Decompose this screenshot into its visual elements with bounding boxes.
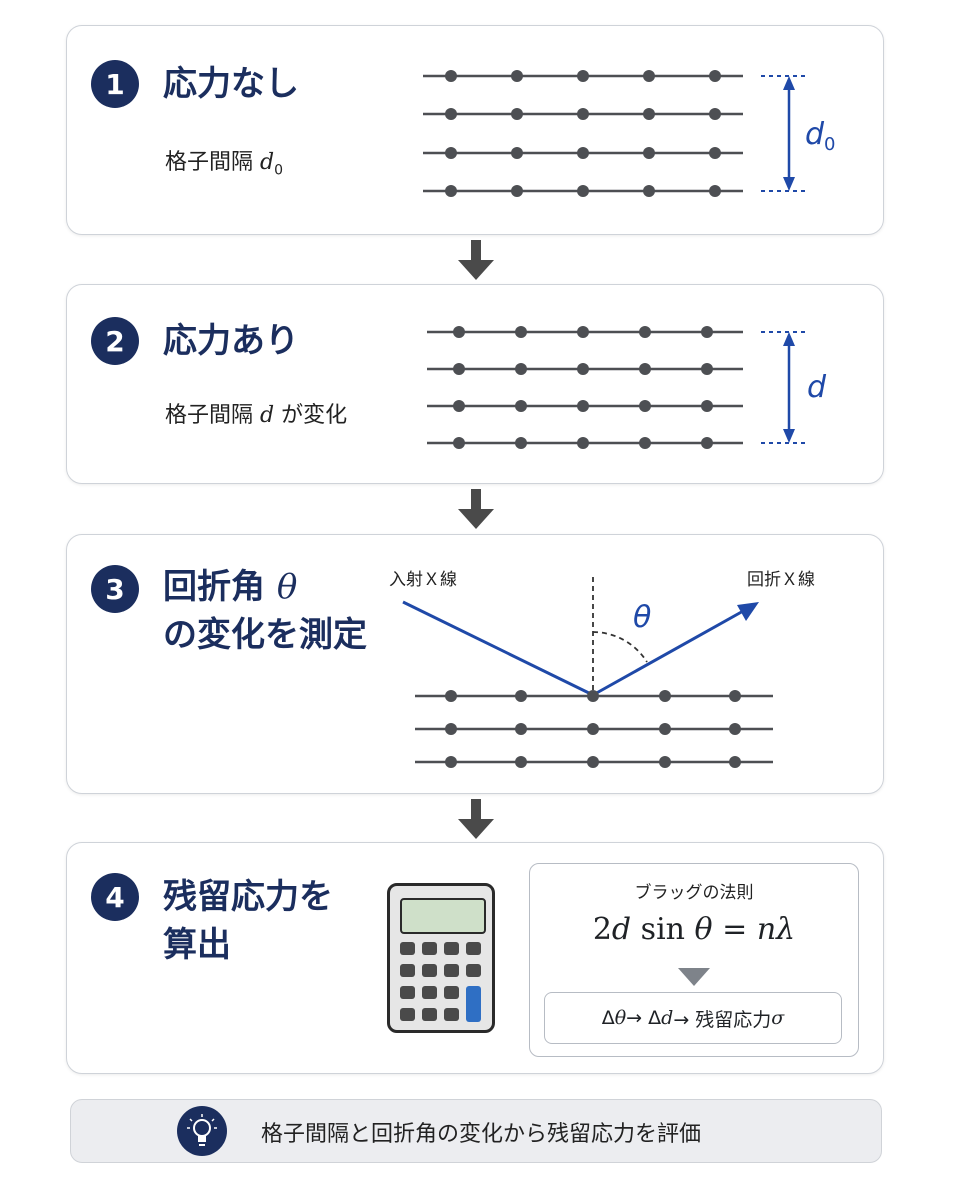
diffraction-diagram: 入射Ｘ線 回折Ｘ線 θ — [389, 570, 815, 768]
bragg-law-title: ブラッグの法則 — [634, 883, 754, 903]
incident-ray — [402, 600, 594, 697]
flow-arrow-2 — [458, 489, 494, 529]
bragg-law-formula: 2d sin θ = nλ — [592, 912, 796, 947]
summary-banner: 格子間隔と回折角の変化から残留応力を評価 — [70, 1099, 882, 1163]
step-2-subtitle: 格子間隔 d が変化 — [165, 403, 348, 428]
step-2-badge: 2 — [91, 317, 139, 365]
flow-arrow-1 — [458, 240, 494, 280]
diffracted-ray — [592, 608, 746, 697]
step-2-card: 2 応力あり 格子間隔 d が変化 d — [66, 284, 884, 484]
calculator-icon — [387, 883, 495, 1033]
step-4-title-line2: 算出 — [163, 925, 231, 965]
lightbulb-icon — [177, 1106, 227, 1156]
spacing-label-d0: d0 — [805, 117, 836, 155]
summary-text: 格子間隔と回折角の変化から残留応力を評価 — [261, 1122, 702, 1147]
lattice-unstressed: d0 — [423, 70, 836, 197]
step-3-badge: 3 — [91, 565, 139, 613]
incident-xray-label: 入射Ｘ線 — [389, 570, 457, 590]
lattice-stressed: d — [427, 326, 827, 449]
step-4-title-line1: 残留応力を — [163, 877, 333, 917]
angle-arc — [592, 631, 648, 663]
step-3-title-line2: の変化を測定 — [163, 615, 367, 655]
down-triangle-icon — [678, 968, 710, 986]
step-1-badge: 1 — [91, 60, 139, 108]
theta-label: θ — [633, 600, 651, 635]
flow-arrow-3 — [458, 799, 494, 839]
step-3-title-line1: 回折角 θ — [163, 567, 298, 607]
step-1-card: 1 応力なし 格子間隔 d0 d0 — [66, 25, 884, 235]
step-2-title: 応力あり — [163, 321, 299, 361]
diffracted-xray-label: 回折Ｘ線 — [747, 570, 815, 590]
step-4-badge: 4 — [91, 873, 139, 921]
step-1-title: 応力なし — [163, 64, 299, 104]
step-3-card: 3 回折角 θ の変化を測定 入射Ｘ線 回折Ｘ線 θ — [66, 534, 884, 794]
step-1-subtitle: 格子間隔 d0 — [165, 150, 284, 179]
spacing-label-d: d — [807, 370, 827, 405]
